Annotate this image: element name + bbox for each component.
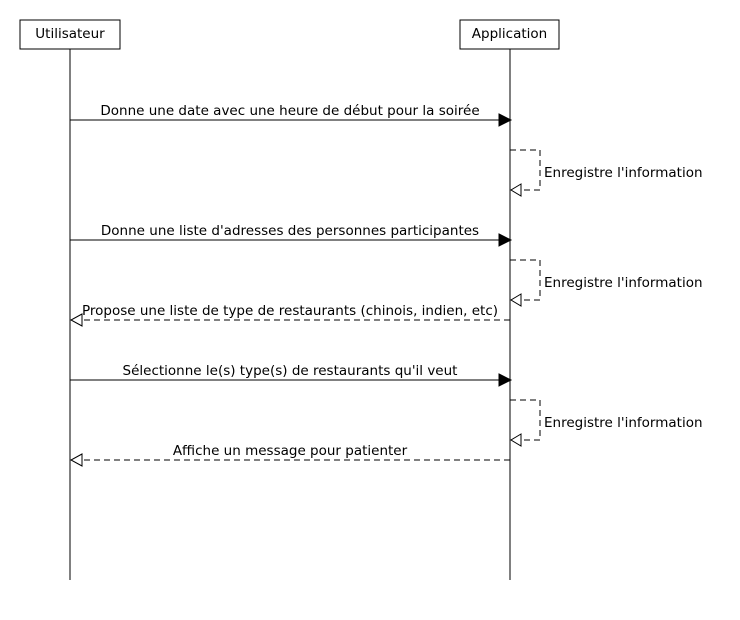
message-7: Enregistre l'information bbox=[510, 399, 703, 447]
message-4: Enregistre l'information bbox=[510, 259, 703, 307]
message-8-label: Affiche un message pour patienter bbox=[173, 443, 408, 459]
message-4-arrowhead bbox=[510, 293, 522, 307]
message-1-arrowhead bbox=[498, 113, 513, 127]
message-2-loop bbox=[510, 149, 541, 191]
participant-user-label: Utilisateur bbox=[35, 26, 105, 42]
message-1: Donne une date avec une heure de début p… bbox=[70, 103, 513, 127]
message-4-label: Enregistre l'information bbox=[544, 275, 703, 291]
message-3-label: Donne une liste d'adresses des personnes… bbox=[101, 223, 479, 239]
participant-app-box bbox=[459, 19, 560, 50]
message-5-label: Propose une liste de type de restaurants… bbox=[82, 303, 498, 319]
message-5-arrowhead bbox=[69, 313, 83, 327]
message-7-label: Enregistre l'information bbox=[544, 415, 703, 431]
message-6: Sélectionne le(s) type(s) de restaurants… bbox=[70, 363, 513, 387]
message-2-arrowhead bbox=[510, 183, 522, 197]
message-7-arrowhead bbox=[510, 433, 522, 447]
message-1-label: Donne une date avec une heure de début p… bbox=[100, 103, 479, 119]
message-2: Enregistre l'information bbox=[510, 149, 703, 197]
participant-app: Application bbox=[459, 19, 560, 50]
message-5: Propose une liste de type de restaurants… bbox=[69, 303, 510, 327]
message-6-label: Sélectionne le(s) type(s) de restaurants… bbox=[123, 363, 458, 379]
participant-user: Utilisateur bbox=[19, 19, 121, 50]
participant-user-box bbox=[19, 19, 121, 50]
message-3: Donne une liste d'adresses des personnes… bbox=[70, 223, 513, 247]
participant-app-label: Application bbox=[472, 26, 547, 42]
message-4-loop bbox=[510, 259, 541, 301]
message-7-loop bbox=[510, 399, 541, 441]
message-6-arrowhead bbox=[498, 373, 513, 387]
message-2-label: Enregistre l'information bbox=[544, 165, 703, 181]
message-8-arrowhead bbox=[69, 453, 83, 467]
message-8: Affiche un message pour patienter bbox=[69, 443, 510, 467]
message-3-arrowhead bbox=[498, 233, 513, 247]
